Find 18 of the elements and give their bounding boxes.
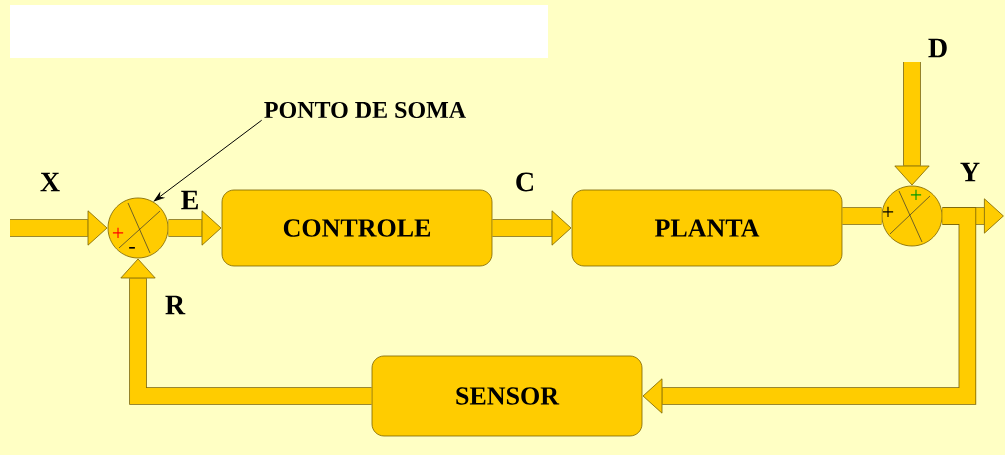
callout-text: PONTO DE SOMA [264,101,466,119]
edge-label: E [181,190,198,210]
process-box: PLANTA [571,189,843,267]
edge-label: Y [960,162,980,182]
edge-label: R [165,295,186,315]
arrow [120,258,372,405]
arrow [492,210,572,246]
process-box: SENSOR [371,355,643,437]
arrow [10,210,108,246]
edge-label: D [928,38,947,58]
arrow [168,210,222,246]
process-box: CONTROLE [221,189,493,267]
connector-band [842,207,882,225]
arrow [894,62,930,186]
edge-label: X [40,172,60,192]
edge-label: C [516,172,533,192]
leader-line [153,119,263,202]
arrow [642,207,977,414]
